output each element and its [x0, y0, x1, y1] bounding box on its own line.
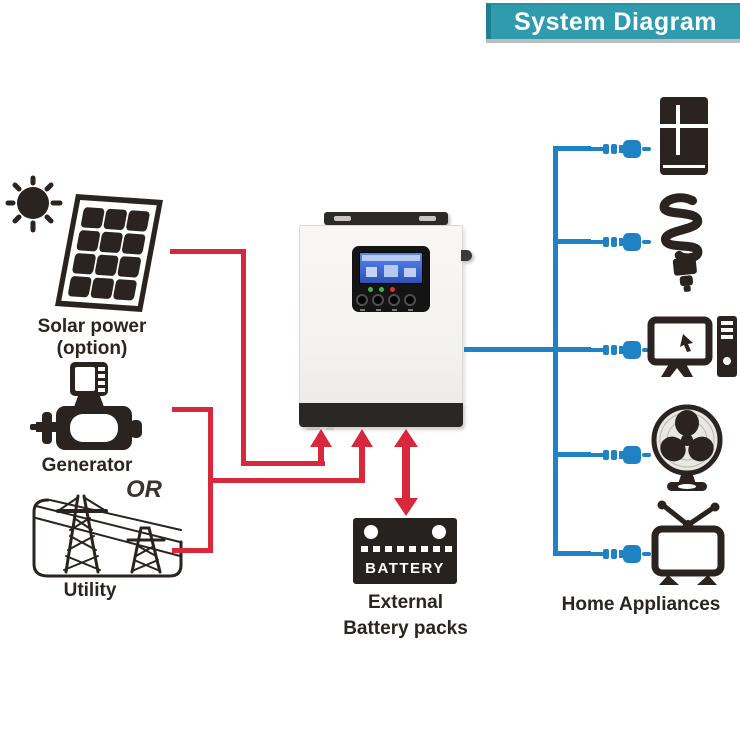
- inverter-up-button[interactable]: [372, 294, 384, 311]
- solar-arrowhead: [310, 429, 332, 447]
- inverter-output-line: [464, 347, 558, 352]
- appliances-label: Home Appliances: [552, 594, 730, 616]
- branch-computer: [553, 347, 591, 352]
- ac-input-arrow-stem: [359, 445, 365, 481]
- branch-refrigerator: [553, 146, 591, 151]
- page-title: System Diagram: [514, 7, 717, 36]
- inverter-down-button[interactable]: [388, 294, 400, 311]
- terminal-mark: [307, 427, 320, 430]
- fan-icon: [650, 402, 724, 492]
- battery-dash: [385, 546, 392, 552]
- branch-tv: [553, 551, 591, 556]
- lcd-graphic: [384, 265, 398, 277]
- utility-line-h: [172, 548, 213, 553]
- fault-led-red: [390, 287, 395, 292]
- generator-label-text: Generator: [41, 455, 133, 476]
- solar-label: Solar power (option): [12, 316, 172, 360]
- inverter-terminal-cover: [299, 403, 463, 430]
- battery-dash: [373, 546, 380, 552]
- inverter-mounting-bracket: [324, 212, 448, 225]
- button-label-mark: [408, 309, 413, 311]
- appliances-label-text: Home Appliances: [561, 594, 721, 615]
- button-label-mark: [376, 309, 381, 311]
- plug-icon: [589, 541, 651, 567]
- button-label-mark: [392, 309, 397, 311]
- battery-label-line1: External: [368, 592, 443, 613]
- charging-led-green: [379, 287, 384, 292]
- battery-arrowhead-up: [394, 429, 418, 447]
- battery-arrow-shaft: [402, 445, 410, 500]
- television-icon: [646, 498, 730, 586]
- computer-icon: [645, 314, 737, 390]
- generator-line-h: [172, 407, 213, 412]
- title-banner: System Diagram: [486, 3, 740, 39]
- utility-label-text: Utility: [63, 580, 117, 601]
- or-text: OR: [126, 476, 162, 503]
- lcd-graphic: [366, 267, 377, 277]
- status-led-green: [368, 287, 373, 292]
- battery-dash: [445, 546, 452, 552]
- solar-arrow-stem: [318, 444, 324, 464]
- solar-line-h2: [241, 461, 325, 466]
- battery-icon-text: BATTERY: [365, 560, 445, 577]
- sun-icon: [2, 174, 64, 236]
- solar-label-line1: Solar power: [37, 316, 147, 337]
- battery-dash: [409, 546, 416, 552]
- cfl-bulb-icon: [656, 192, 708, 296]
- ac-input-arrowhead: [351, 429, 373, 447]
- battery-dash: [421, 546, 428, 552]
- solar-panel-icon: [46, 188, 168, 312]
- battery-icon: BATTERY: [353, 518, 457, 584]
- inverter-enter-button[interactable]: [404, 294, 416, 311]
- utility-label: Utility: [30, 580, 150, 602]
- solar-line-v: [241, 249, 246, 465]
- branch-fan: [553, 452, 591, 457]
- button-label-mark: [360, 309, 365, 311]
- bracket-slot: [334, 216, 351, 221]
- inverter-esc-button[interactable]: [356, 294, 368, 311]
- lcd-menu-bar: [362, 255, 420, 261]
- generator-icon: [30, 362, 142, 454]
- solar-label-line2: (option): [56, 338, 128, 359]
- plug-icon: [589, 442, 651, 468]
- battery-dash: [433, 546, 440, 552]
- battery-terminal: [432, 525, 446, 539]
- lcd-graphic: [404, 268, 416, 277]
- battery-label: External Battery packs: [328, 590, 483, 642]
- battery-arrowhead-down: [394, 498, 418, 516]
- plug-icon: [589, 337, 651, 363]
- battery-terminal: [364, 525, 378, 539]
- branch-bulb: [553, 239, 591, 244]
- utility-towers-icon: [24, 484, 188, 584]
- battery-dash: [397, 546, 404, 552]
- generator-label: Generator: [12, 455, 162, 477]
- inverter-side-connector: [461, 250, 472, 261]
- terminal-mark: [326, 427, 334, 430]
- inverter-lcd-display: [359, 252, 423, 284]
- refrigerator-icon: [660, 97, 708, 177]
- battery-dash: [361, 546, 368, 552]
- ac-input-line-h: [208, 478, 365, 483]
- inverter-control-panel: [352, 246, 430, 312]
- plug-icon: [589, 136, 651, 162]
- plug-icon: [589, 229, 651, 255]
- solar-line-h1: [170, 249, 245, 254]
- battery-label-line2: Battery packs: [343, 618, 468, 639]
- bracket-slot: [419, 216, 436, 221]
